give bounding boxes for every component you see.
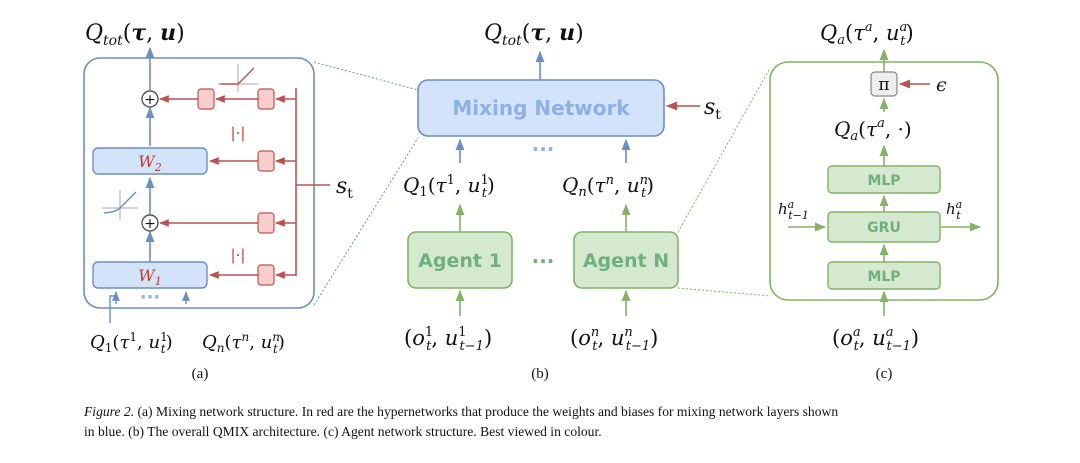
hyper-bias1-box — [257, 212, 275, 234]
policy-box — [870, 71, 898, 97]
panel-a-inputs-dots: ··· — [140, 287, 161, 308]
svg-text:+: + — [144, 216, 156, 232]
elu-activation-icon — [102, 190, 138, 220]
panel-a-output-label: Qtot(τ, u) — [85, 20, 185, 49]
agent-n-box — [573, 231, 679, 289]
input-q1-line — [109, 295, 116, 323]
svg-text:+: + — [144, 92, 156, 108]
mixing-network-label: Mixing Network — [452, 96, 630, 120]
figure-caption-line2: in blue. (b) The overall QMIX architectu… — [84, 424, 602, 440]
plus-node-top: + — [141, 90, 159, 108]
panel-b-dots-mid: ··· — [532, 249, 555, 273]
panel-c-q-intermediate: Qa(τa, ·) — [834, 116, 912, 144]
agent-n-label: Agent N — [583, 250, 669, 272]
w1-label: W1 — [138, 266, 161, 288]
hyper-bias2-box1 — [197, 88, 215, 110]
mlp-top-box — [827, 165, 941, 194]
hyper-bias2-box2 — [257, 88, 275, 110]
mixing-network-box — [417, 79, 665, 137]
agent-1-box — [407, 231, 513, 289]
panel-b-output-label: Qtot(τ, u) — [484, 20, 584, 49]
panel-b-caption: (b) — [531, 366, 549, 382]
zoom-line-c-top — [677, 67, 771, 233]
mixing-network-detail-box — [83, 57, 315, 309]
policy-pi-label: π — [878, 75, 889, 95]
abs-label-w2: |·| — [231, 124, 246, 142]
panel-c-caption: (c) — [876, 366, 893, 382]
mlp-bottom-box — [827, 261, 941, 290]
abs-label-w1: |·| — [231, 246, 246, 264]
mlp-top-label: MLP — [867, 173, 900, 189]
plus-node-bottom: + — [141, 214, 159, 232]
w2-label: W2 — [138, 152, 161, 174]
mlp-bottom-label: MLP — [867, 269, 900, 285]
hyper-w2-box — [257, 150, 275, 172]
relu-activation-icon — [218, 64, 258, 92]
panel-b-dots-top: ··· — [532, 137, 555, 161]
panel-b: Qtot(τ, u) Mixing Network st ··· Q1(τ1, … — [403, 20, 721, 382]
zoom-line-a-top — [313, 61, 419, 91]
agent-1-label: Agent 1 — [418, 250, 502, 272]
epsilon-label: ϵ — [936, 74, 947, 96]
panel-a-caption: (a) — [192, 366, 209, 382]
panel-b-state-label: st — [704, 95, 721, 123]
w1-layer-box — [92, 261, 208, 289]
hyper-w1-box — [257, 264, 275, 286]
w2-layer-box — [92, 147, 208, 175]
zoom-line-c-bottom — [677, 287, 771, 297]
figure-caption-line1: Figure 2. (a) Mixing network structure. … — [83, 404, 838, 420]
zoom-line-a-bottom — [313, 137, 419, 306]
panel-a-state-label: st — [336, 174, 353, 202]
gru-label: GRU — [867, 220, 901, 236]
panel-a: Qtot(τ, u) + + W2 W1 — [83, 20, 353, 382]
